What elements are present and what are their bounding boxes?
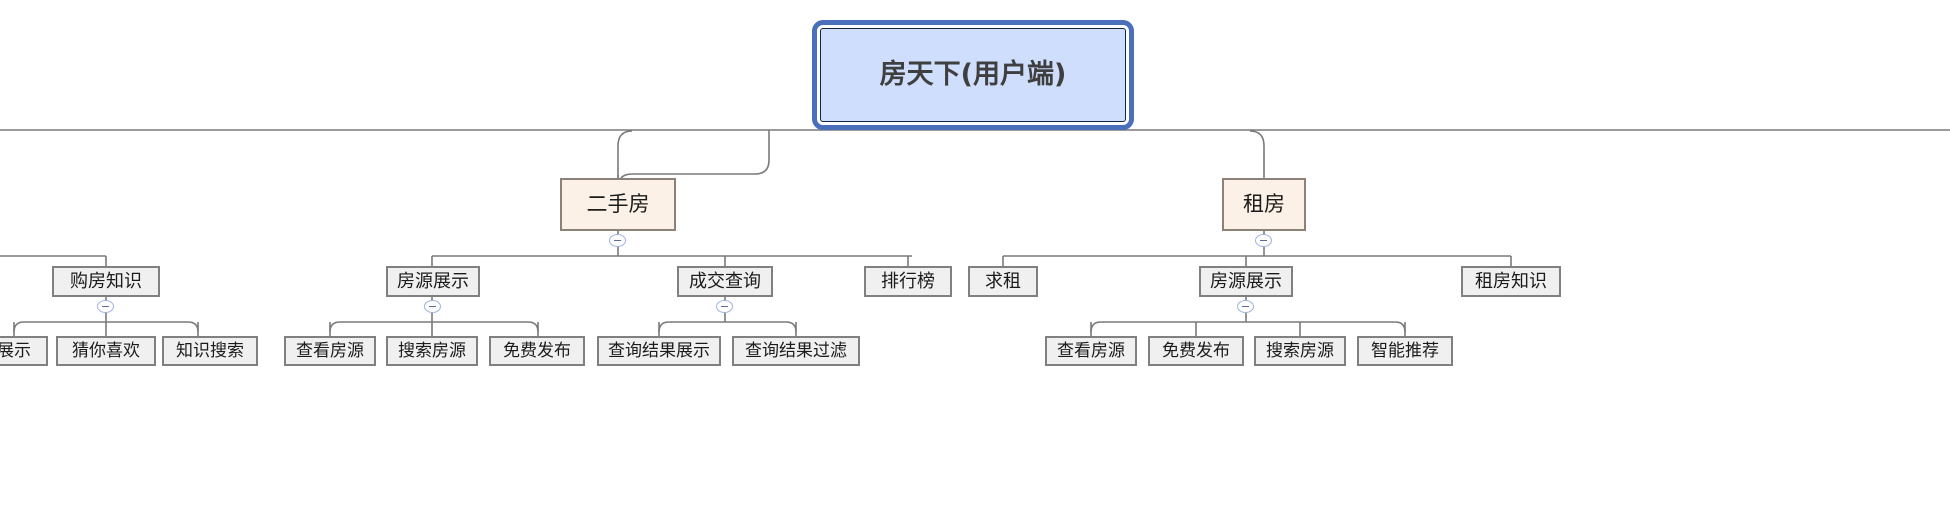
toggle-zufang[interactable] [1255, 234, 1272, 247]
minus-icon [614, 240, 621, 241]
toggle-chengjiaochaxun[interactable] [716, 300, 733, 313]
leaf-chaxunjieguoguolv[interactable]: 查询结果过滤 [732, 336, 860, 366]
leaf-mianfeifabu-1[interactable]: 免费发布 [489, 336, 585, 366]
leaf-zhanshi[interactable]: 展示 [0, 336, 48, 366]
leaf-chaxunjieguozhanshi[interactable]: 查询结果展示 [597, 336, 721, 366]
minus-icon [429, 306, 436, 307]
leaf-zhinengtuijian[interactable]: 智能推荐 [1357, 336, 1453, 366]
node-ershoufang[interactable]: 二手房 [560, 178, 676, 231]
node-paihangbang[interactable]: 排行榜 [864, 266, 952, 297]
toggle-goufangzhishi[interactable] [97, 300, 114, 313]
node-chengjiaochaxun[interactable]: 成交查询 [677, 266, 773, 297]
leaf-chakanfangyuan-2[interactable]: 查看房源 [1045, 336, 1137, 366]
minus-icon [1242, 306, 1249, 307]
leaf-chakanfangyuan-1[interactable]: 查看房源 [284, 336, 376, 366]
node-zufang[interactable]: 租房 [1222, 178, 1306, 231]
node-zufang-fangyuanzhanshi[interactable]: 房源展示 [1199, 266, 1293, 297]
toggle-ershoufang-fangyuanzhanshi[interactable] [424, 300, 441, 313]
minus-icon [721, 306, 728, 307]
leaf-sousuofangyuan-2[interactable]: 搜索房源 [1254, 336, 1346, 366]
toggle-ershoufang[interactable] [609, 234, 626, 247]
node-zufangzhishi[interactable]: 租房知识 [1461, 266, 1561, 297]
node-qiuzu[interactable]: 求租 [968, 266, 1038, 297]
node-ershoufang-fangyuanzhanshi[interactable]: 房源展示 [386, 266, 480, 297]
node-root[interactable]: 房天下(用户端) [820, 28, 1126, 122]
leaf-sousuofangyuan-1[interactable]: 搜索房源 [386, 336, 478, 366]
minus-icon [102, 306, 109, 307]
node-goufangzhishi[interactable]: 购房知识 [52, 266, 160, 297]
toggle-zufang-fangyuanzhanshi[interactable] [1237, 300, 1254, 313]
minus-icon [1260, 240, 1267, 241]
leaf-cainixihuan[interactable]: 猜你喜欢 [56, 336, 156, 366]
leaf-mianfeifabu-2[interactable]: 免费发布 [1148, 336, 1244, 366]
leaf-zhishisousuo[interactable]: 知识搜索 [162, 336, 258, 366]
